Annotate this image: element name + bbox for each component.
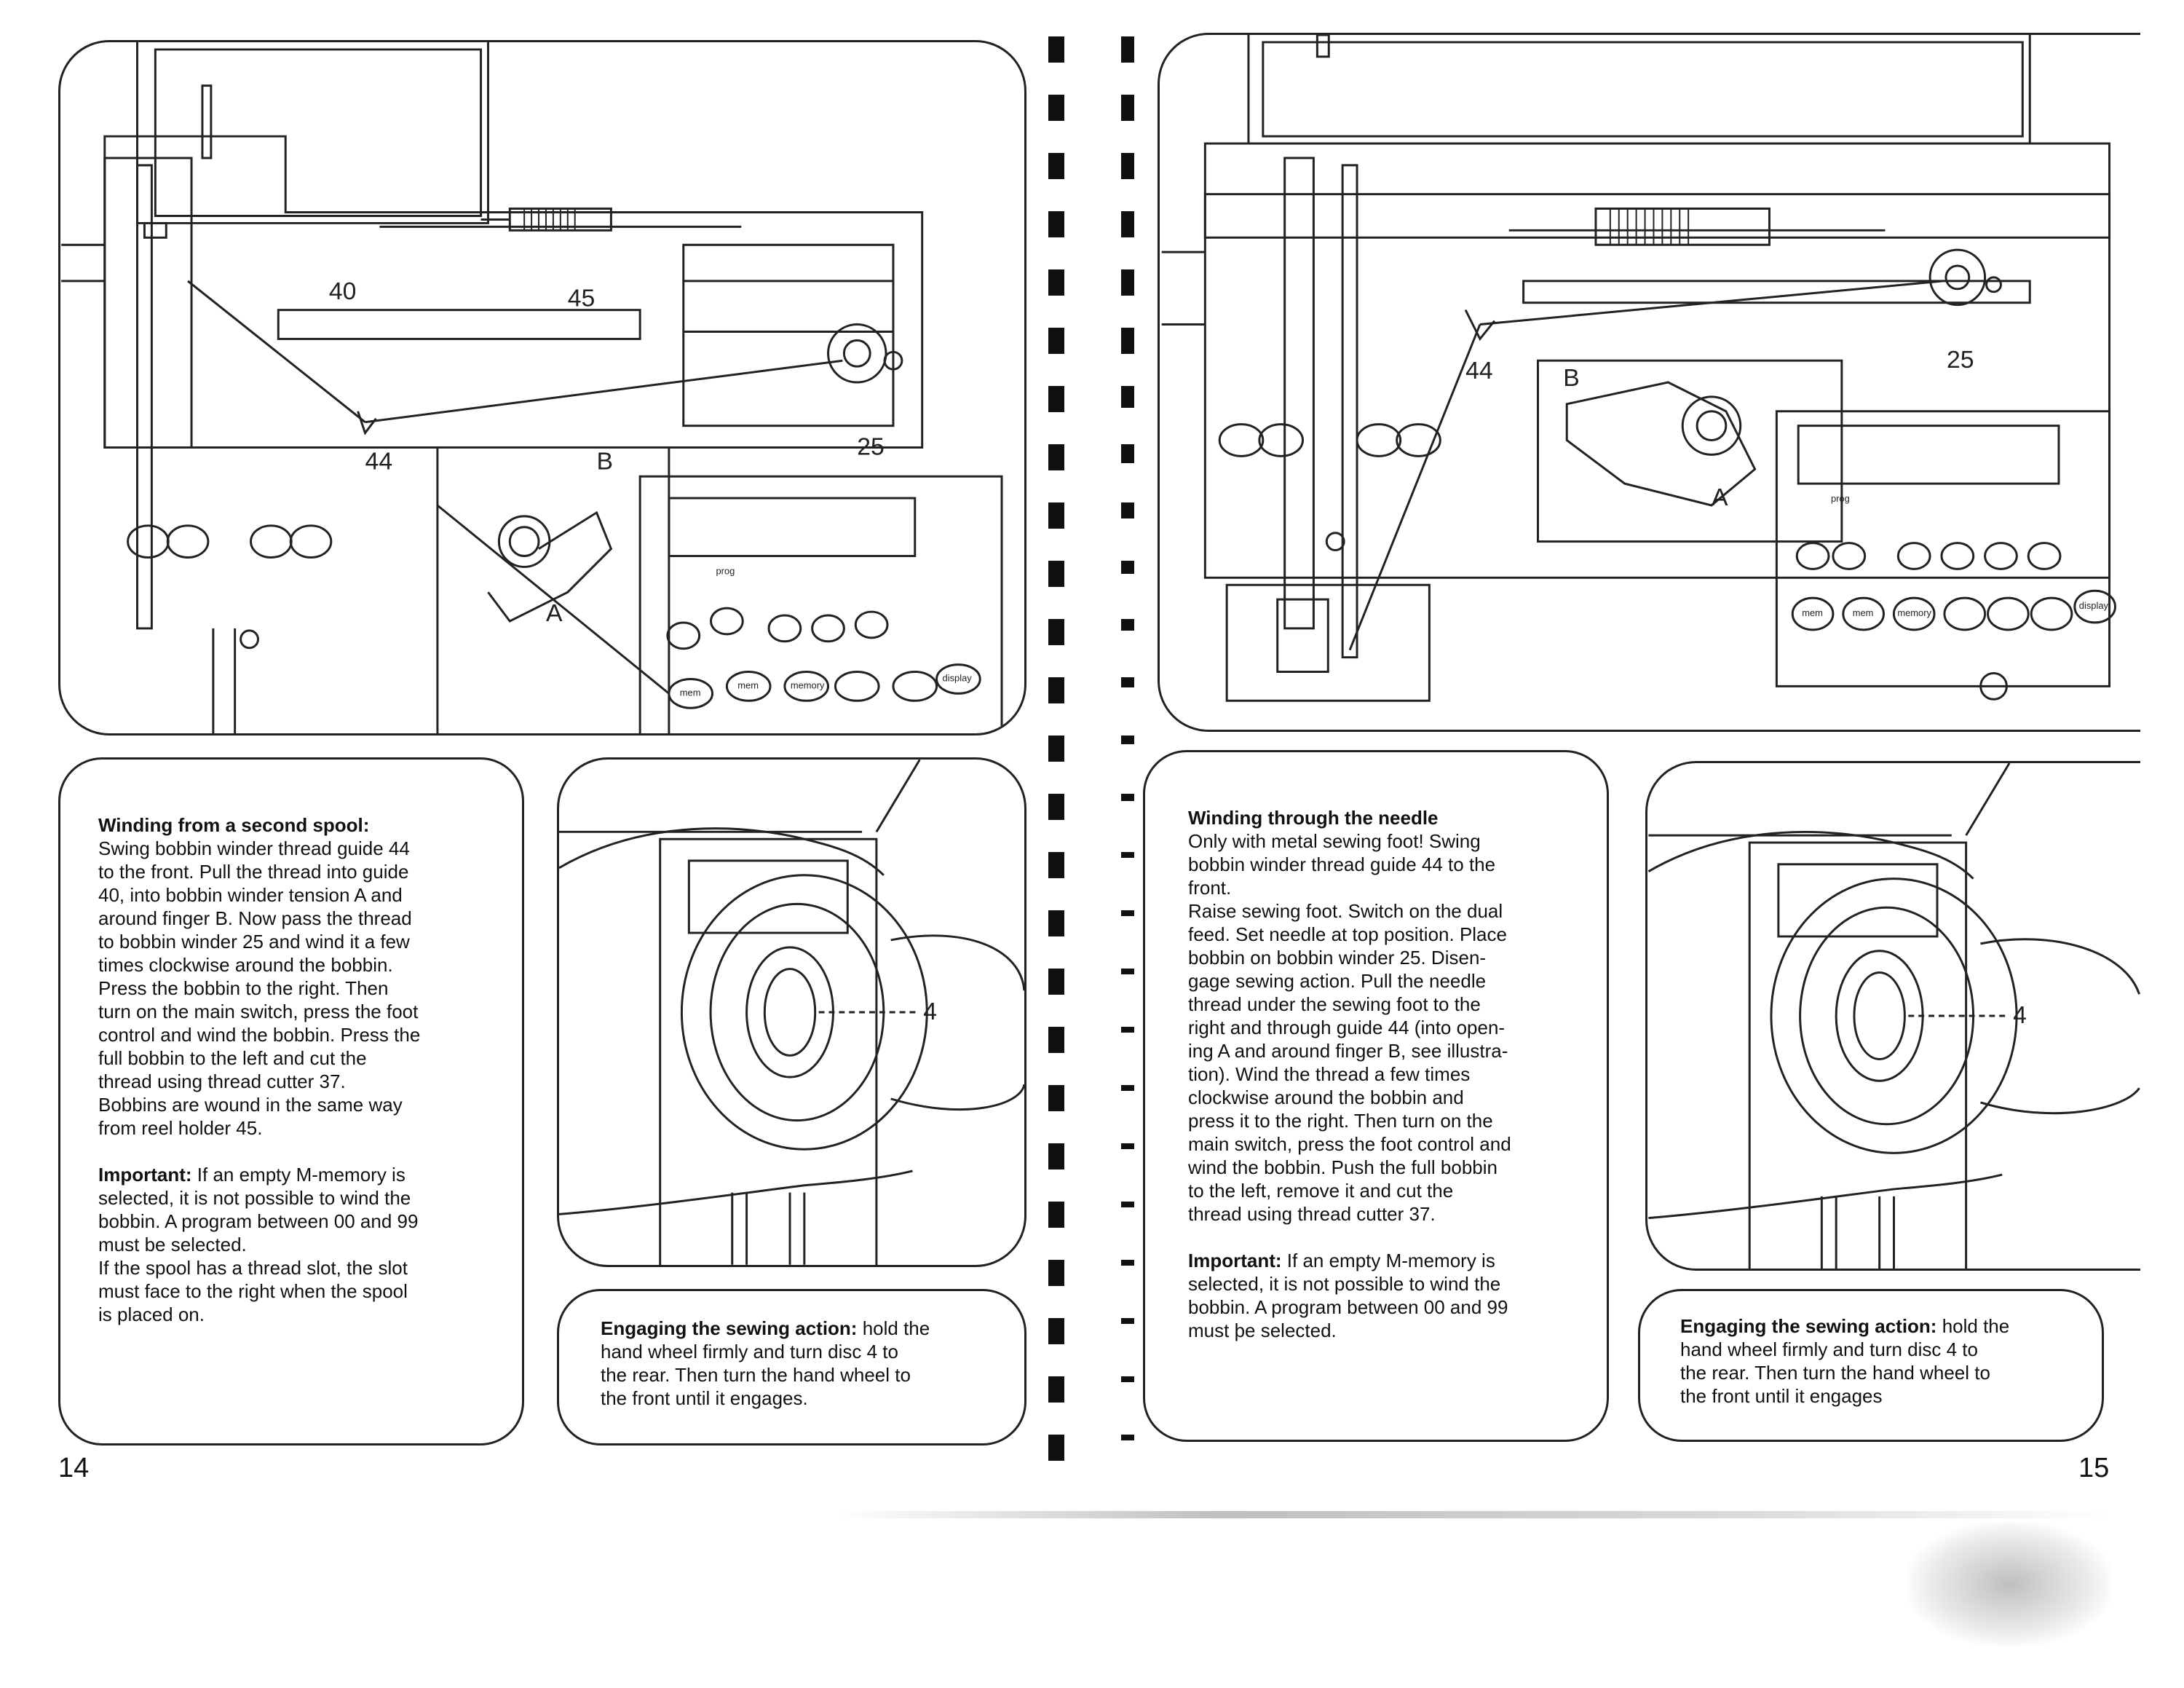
right-engage-heading: Engaging the sewing action: [1680, 1315, 1937, 1337]
left-important-body: If an empty M-memory is selected, it is … [98, 1164, 419, 1325]
panel-label-prog-right: prog [1831, 493, 1850, 504]
button-label-memory: memory [791, 679, 825, 690]
left-engage-body: hold the hand wheel firmly and turn disc… [601, 1317, 930, 1409]
page-number-left: 14 [58, 1453, 90, 1483]
hand-wheel-drawing-left: 4 [559, 760, 1024, 1265]
left-main-body: Swing bobbin winder thread guide 44 to t… [98, 837, 421, 1139]
label-25-right: 25 [1947, 346, 1974, 374]
right-engage-body: hold the hand wheel firmly and turn disc… [1680, 1315, 2010, 1407]
left-engage-textbox [557, 1289, 1026, 1446]
left-hand-illustration: 4 [557, 757, 1026, 1267]
label-40: 40 [329, 277, 357, 305]
left-main-textbox [58, 757, 524, 1446]
page-number-right: 15 [2078, 1453, 2110, 1483]
left-important-label: Important: [98, 1164, 192, 1186]
button-label-mem-2-right: mem [1853, 607, 1874, 618]
label-b: B [597, 447, 614, 475]
left-engage-heading: Engaging the sewing action: [601, 1317, 858, 1339]
label-44-right: 44 [1465, 357, 1493, 384]
hand-label-4-left: 4 [923, 998, 937, 1025]
left-top-illustration: 40 45 44 25 B A prog mem mem memory disp… [58, 40, 1026, 735]
right-main-text: Winding through the needle Only with met… [1188, 783, 1603, 1342]
left-engage-text: Engaging the sewing action: hold the han… [601, 1317, 1008, 1410]
right-important-body: If an empty M-memory is selected, it is … [1188, 1250, 1508, 1341]
sewing-machine-drawing-right: 44 B A 25 prog mem mem memory display [1161, 35, 2116, 702]
left-main-text: Winding from a second spool: Swing bobbi… [98, 790, 521, 1326]
panel-label-prog: prog [716, 565, 735, 576]
hand-label-4-right: 4 [2013, 1001, 2027, 1029]
button-label-memory-right: memory [1897, 607, 1931, 618]
sewing-machine-drawing-left: 40 45 44 25 B A prog mem mem memory disp… [61, 42, 1003, 733]
label-25: 25 [857, 433, 885, 460]
right-main-textbox [1143, 750, 1609, 1442]
left-main-heading: Winding from a second spool: [98, 814, 370, 836]
binding-rings [1048, 36, 1134, 1461]
button-label-display: display [943, 672, 973, 683]
label-a-right: A [1712, 484, 1728, 511]
button-label-mem-2: mem [737, 679, 759, 690]
label-44: 44 [365, 447, 393, 475]
hand-wheel-drawing-right: 4 [1647, 763, 2140, 1269]
button-label-mem-1-right: mem [1802, 607, 1823, 618]
label-45: 45 [568, 285, 596, 312]
scan-speckle [1907, 1522, 2111, 1646]
button-label-display-right: display [2079, 600, 2109, 611]
right-main-body: Only with metal sewing foot! Swing bobbi… [1188, 830, 1511, 1225]
right-important-label: Important: [1188, 1250, 1282, 1271]
right-hand-illustration: 4 [1645, 761, 2140, 1271]
right-main-heading: Winding through the needle [1188, 807, 1439, 829]
right-engage-textbox [1638, 1289, 2104, 1442]
button-label-mem-1: mem [680, 687, 701, 698]
label-a: A [546, 599, 563, 627]
right-top-illustration: 44 B A 25 prog mem mem memory display [1158, 33, 2140, 732]
right-engage-text: Engaging the sewing action: hold the han… [1680, 1314, 2095, 1408]
scan-smudge [837, 1511, 2111, 1518]
label-b-right: B [1563, 364, 1580, 392]
spiral-binding [1048, 36, 1150, 1478]
